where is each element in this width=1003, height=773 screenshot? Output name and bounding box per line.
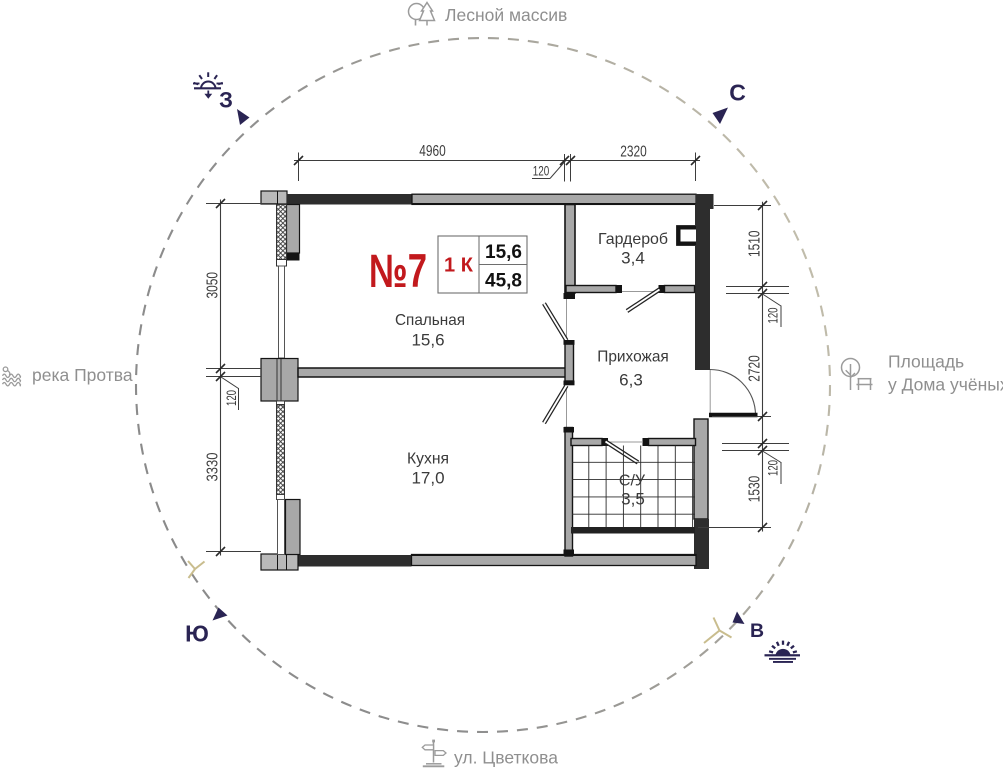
svg-text:3,4: 3,4 xyxy=(621,249,645,268)
svg-text:Площадь: Площадь xyxy=(888,352,964,372)
svg-text:2320: 2320 xyxy=(620,144,647,161)
svg-text:З: З xyxy=(219,88,233,113)
svg-text:Спальная: Спальная xyxy=(395,312,465,329)
svg-text:15,6: 15,6 xyxy=(485,242,522,263)
svg-text:река Протва: река Протва xyxy=(32,365,133,385)
svg-text:Прихожая: Прихожая xyxy=(597,349,669,366)
svg-text:Кухня: Кухня xyxy=(407,451,449,468)
svg-text:6,3: 6,3 xyxy=(619,371,643,390)
svg-text:120: 120 xyxy=(533,164,550,179)
svg-text:3330: 3330 xyxy=(205,452,222,481)
svg-text:3,5: 3,5 xyxy=(621,490,645,509)
svg-text:120: 120 xyxy=(766,460,781,476)
svg-text:В: В xyxy=(750,620,764,642)
svg-text:Ю: Ю xyxy=(185,621,209,647)
svg-text:№7: №7 xyxy=(369,244,427,297)
svg-text:120: 120 xyxy=(224,390,239,406)
svg-text:у Дома учёных: у Дома учёных xyxy=(888,375,1003,395)
svg-text:ул. Цветкова: ул. Цветкова xyxy=(454,748,558,768)
svg-text:С: С xyxy=(729,80,746,106)
svg-text:45,8: 45,8 xyxy=(485,271,522,292)
svg-text:3050: 3050 xyxy=(205,272,222,299)
svg-text:1510: 1510 xyxy=(747,230,764,257)
svg-text:Гардероб: Гардероб xyxy=(598,231,668,248)
svg-text:С/У: С/У xyxy=(619,473,646,490)
svg-text:1530: 1530 xyxy=(747,475,764,502)
svg-text:4960: 4960 xyxy=(419,143,446,160)
svg-text:15,6: 15,6 xyxy=(411,331,444,350)
svg-text:2720: 2720 xyxy=(747,355,764,382)
svg-text:120: 120 xyxy=(766,308,781,324)
svg-text:1 К: 1 К xyxy=(444,255,474,277)
svg-text:Лесной массив: Лесной массив xyxy=(445,5,567,25)
svg-text:17,0: 17,0 xyxy=(411,469,444,488)
